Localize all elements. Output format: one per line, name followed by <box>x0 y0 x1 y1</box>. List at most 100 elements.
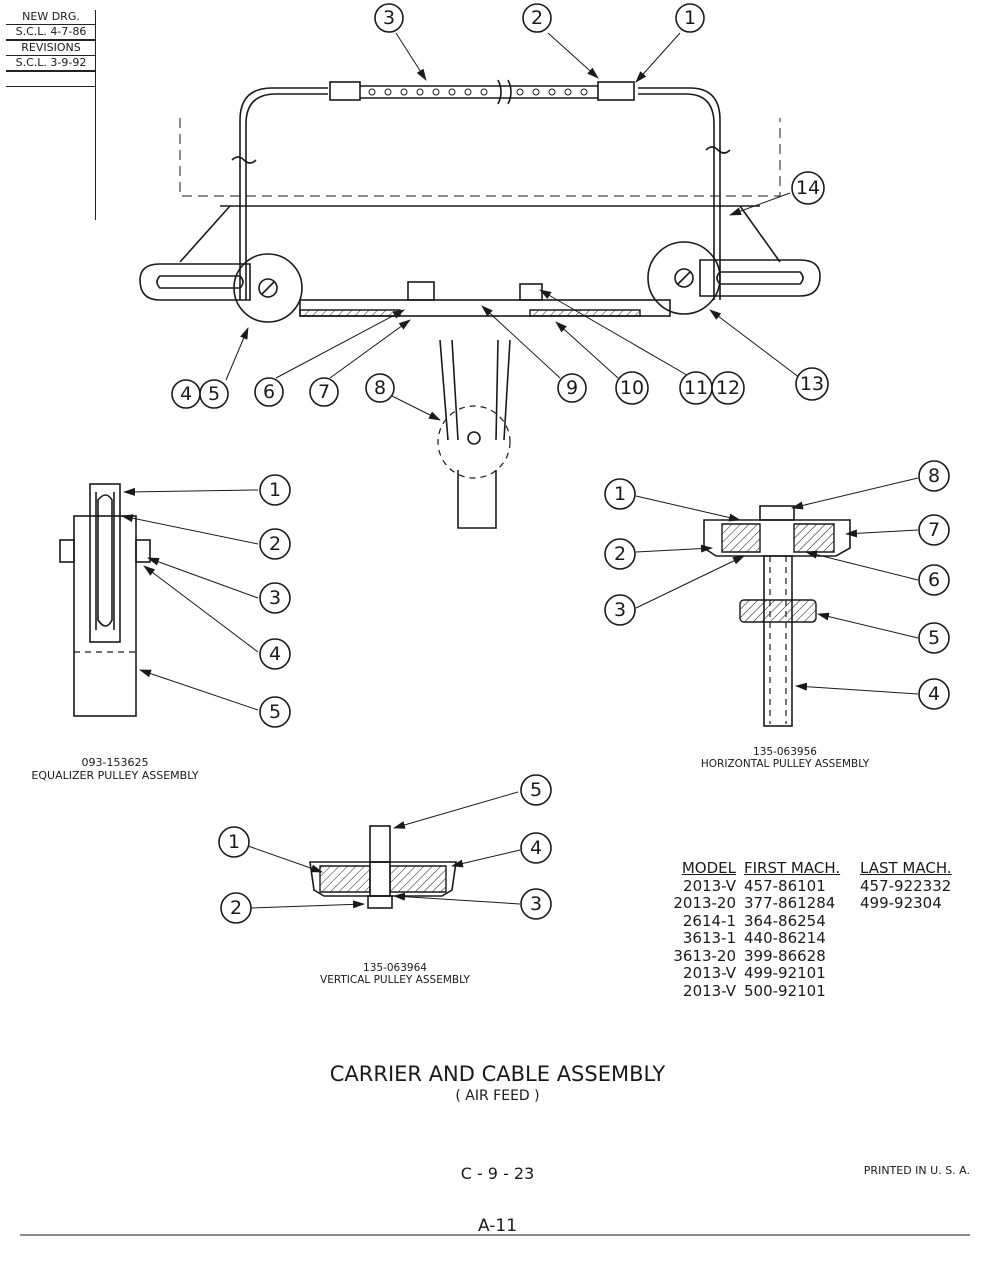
callout-eq-4: 4 <box>259 638 291 670</box>
carrier-assembly <box>139 79 821 529</box>
last-mach-cell: 499-92304 <box>860 894 942 912</box>
chain <box>329 79 635 105</box>
svg-text:2: 2 <box>614 543 626 565</box>
revision-block-border <box>95 10 96 220</box>
svg-text:7: 7 <box>318 381 330 403</box>
svg-text:1: 1 <box>614 483 626 505</box>
callout-main-13: 13 <box>795 367 829 401</box>
svg-text:14: 14 <box>796 177 820 199</box>
svg-text:10: 10 <box>620 377 644 399</box>
callout-main-1: 1 <box>675 3 705 33</box>
svg-text:1: 1 <box>684 7 696 29</box>
model-cell: 2614-1 <box>682 911 736 930</box>
revision-block: NEW DRG. S.C.L. 4-7-86 REVISIONS S.C.L. … <box>6 10 96 87</box>
vertical-part-number: 135-063964 <box>363 962 427 974</box>
callout-main-12: 12 <box>711 371 745 405</box>
callout-main-6: 6 <box>254 377 284 407</box>
page-code: C - 9 - 23 <box>460 1164 535 1183</box>
callout-main-7: 7 <box>309 377 339 407</box>
svg-text:4: 4 <box>530 837 542 859</box>
callout-eq-5: 5 <box>259 696 291 728</box>
equalizer-caption: 093-153625 EQUALIZER PULLEY ASSEMBLY <box>10 756 220 782</box>
main-leaders <box>225 32 801 421</box>
first-mach-cell: 499-92101 <box>744 964 826 982</box>
vertical-leaders <box>247 791 521 909</box>
callout-hz-6: 6 <box>918 564 950 596</box>
callout-hz-4: 4 <box>918 678 950 710</box>
callout-eq-1: 1 <box>259 474 291 506</box>
svg-text:3: 3 <box>269 587 281 609</box>
callout-hz-5: 5 <box>918 622 950 654</box>
svg-text:2: 2 <box>531 7 543 29</box>
callout-main-4: 4 <box>171 379 201 409</box>
svg-text:8: 8 <box>928 465 940 487</box>
vertical-caption: 135-063964 VERTICAL PULLEY ASSEMBLY <box>290 962 500 986</box>
model-cell: 3613-1 <box>682 929 736 947</box>
callout-main-9: 9 <box>557 373 587 403</box>
vertical-title: VERTICAL PULLEY ASSEMBLY <box>320 974 470 986</box>
equalizer-part-number: 093-153625 <box>81 756 149 769</box>
last-mach-header: LAST MACH. <box>860 859 952 877</box>
last-mach-cell: 457-922332 <box>860 876 952 895</box>
svg-text:2: 2 <box>269 533 281 555</box>
horizontal-caption: 135-063956 HORIZONTAL PULLEY ASSEMBLY <box>680 746 890 770</box>
svg-text:13: 13 <box>800 373 824 395</box>
callout-vt-3: 3 <box>520 888 552 920</box>
horizontal-title: HORIZONTAL PULLEY ASSEMBLY <box>700 758 870 770</box>
last-mach-column: LAST MACH. 457-922332 499-92304 <box>860 859 952 913</box>
vertical-pulley-drawing <box>309 825 457 909</box>
svg-text:4: 4 <box>269 643 281 665</box>
svg-text:5: 5 <box>928 627 940 649</box>
callout-eq-3: 3 <box>259 582 291 614</box>
first-mach-cell: 440-86214 <box>744 929 826 947</box>
callout-main-10: 10 <box>615 371 649 405</box>
model-column: MODEL 2013-V 2013-20 2614-1 3613-1 3613-… <box>660 859 736 1000</box>
svg-text:3: 3 <box>530 893 542 915</box>
model-cell: 2013-V <box>683 964 736 982</box>
model-cell: 2013-V <box>683 981 736 1000</box>
callout-main-2: 2 <box>522 3 552 33</box>
model-cell: 3613-20 <box>673 946 736 965</box>
callout-hz-3: 3 <box>604 594 636 626</box>
svg-text:11: 11 <box>684 377 708 399</box>
equalizer-pulley-drawing <box>59 483 151 717</box>
callout-vt-2: 2 <box>220 892 252 924</box>
model-cell: 2013-V <box>683 876 736 895</box>
callout-vt-1: 1 <box>218 826 250 858</box>
svg-text:6: 6 <box>263 381 275 403</box>
revisions-label: REVISIONS <box>6 41 96 56</box>
svg-text:5: 5 <box>269 701 281 723</box>
right-pulley <box>647 241 721 315</box>
first-mach-header: FIRST MACH. <box>744 859 841 877</box>
printed-note: PRINTED IN U. S. A. <box>863 1164 970 1177</box>
page-subtitle: ( AIR FEED ) <box>455 1088 540 1104</box>
svg-text:8: 8 <box>374 377 386 399</box>
first-mach-cell: 364-86254 <box>744 911 826 930</box>
new-drg-label: NEW DRG. <box>6 10 96 25</box>
horizontal-leaders <box>635 477 919 695</box>
cable-right <box>638 87 721 300</box>
cable-left <box>239 87 328 300</box>
horizontal-part-number: 135-063956 <box>753 746 817 758</box>
callout-main-3: 3 <box>374 3 404 33</box>
first-mach-column: FIRST MACH. 457-86101 377-861284 364-862… <box>744 859 841 1000</box>
equalizer-leaders <box>121 487 259 711</box>
left-pulley <box>233 253 303 323</box>
first-mach-cell: 399-86628 <box>744 946 826 965</box>
svg-text:4: 4 <box>180 383 192 405</box>
svg-text:3: 3 <box>383 7 395 29</box>
svg-text:9: 9 <box>566 377 578 399</box>
first-mach-cell: 377-861284 <box>744 894 836 912</box>
callout-main-5: 5 <box>199 379 229 409</box>
callout-hz-1: 1 <box>604 478 636 510</box>
horizontal-pulley-drawing <box>703 505 851 727</box>
callout-main-8: 8 <box>365 373 395 403</box>
svg-text:1: 1 <box>228 831 240 853</box>
callout-hz-2: 2 <box>604 538 636 570</box>
page-title: CARRIER AND CABLE ASSEMBLY <box>329 1062 666 1086</box>
vertical-pulley <box>437 405 511 479</box>
callout-vt-4: 4 <box>520 832 552 864</box>
equalizer-title: EQUALIZER PULLEY ASSEMBLY <box>31 769 199 782</box>
svg-text:7: 7 <box>928 519 940 541</box>
first-mach-cell: 500-92101 <box>744 981 826 1000</box>
